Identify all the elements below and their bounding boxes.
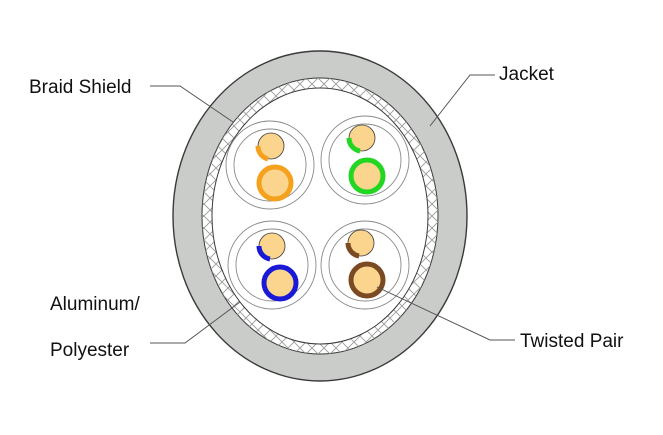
leader-line-jacket — [429, 74, 495, 127]
twisted-pair-green — [346, 124, 386, 195]
label-aluminum-line2: Polyester — [50, 340, 130, 361]
twisted-pair-blue — [256, 232, 299, 302]
label-braid-shield: Braid Shield — [29, 77, 131, 98]
label-aluminum-line1: Aluminum/ — [50, 294, 140, 315]
leader-line-braid-shield — [150, 85, 234, 123]
leader-line-twisted-pair — [376, 286, 515, 341]
label-twisted-pair: Twisted Pair — [520, 331, 624, 352]
leader-line-aluminum — [150, 301, 241, 344]
aluminum-polyester-foil — [211, 87, 429, 345]
twisted-pair-brown — [345, 229, 386, 299]
twisted-pair-orange — [255, 132, 294, 202]
label-jacket: Jacket — [499, 64, 555, 85]
